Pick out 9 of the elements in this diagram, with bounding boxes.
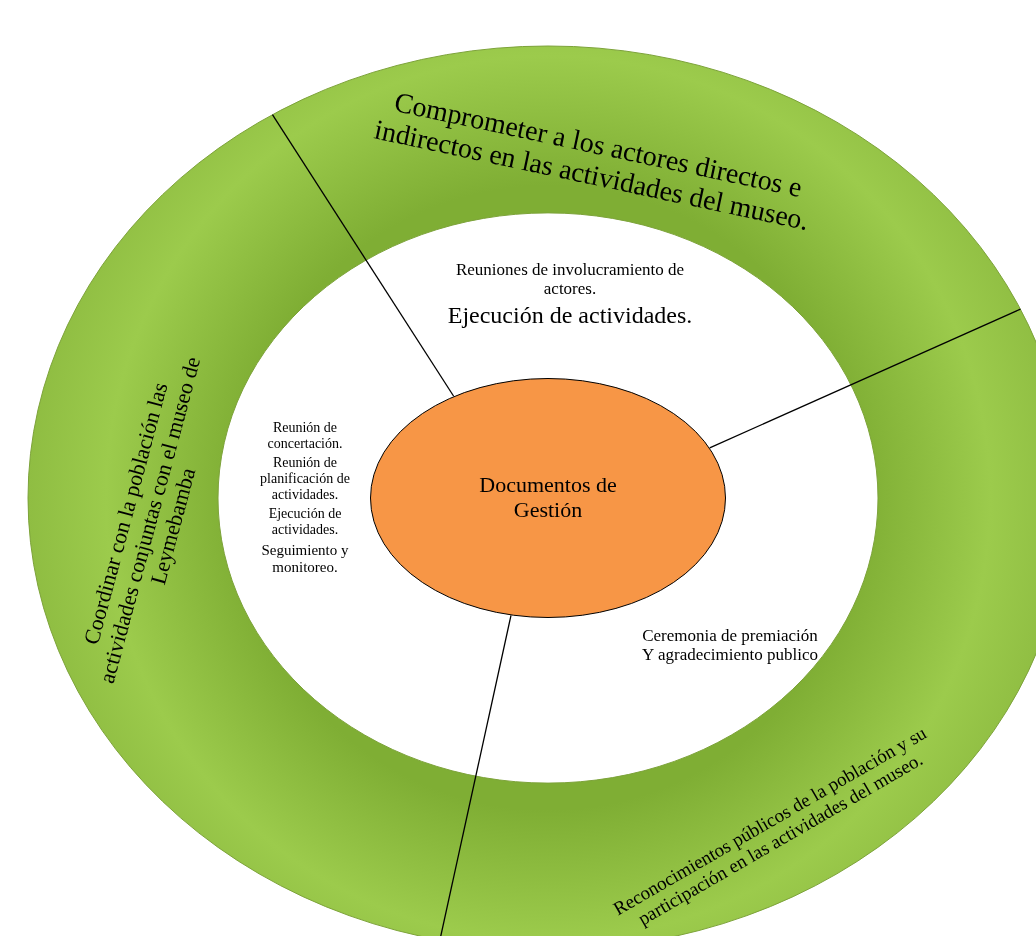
center-label: Documentos de Gestión <box>478 473 618 523</box>
segment-text: Seguimiento y monitoreo. <box>260 542 350 576</box>
segment-text: Ejecución de actividades. <box>446 301 694 329</box>
center-ellipse <box>370 378 726 618</box>
segment-text: Reunión de planificación de actividades. <box>259 455 351 503</box>
segment-text: Reuniones de involucramiento de actores. <box>455 259 685 298</box>
segment-text: Ceremonia de premiación Y agradecimiento publico <box>640 625 820 665</box>
segment-text: Reunión de concertación. <box>266 420 344 452</box>
segment-text: Ejecución de actividades. <box>267 506 343 539</box>
